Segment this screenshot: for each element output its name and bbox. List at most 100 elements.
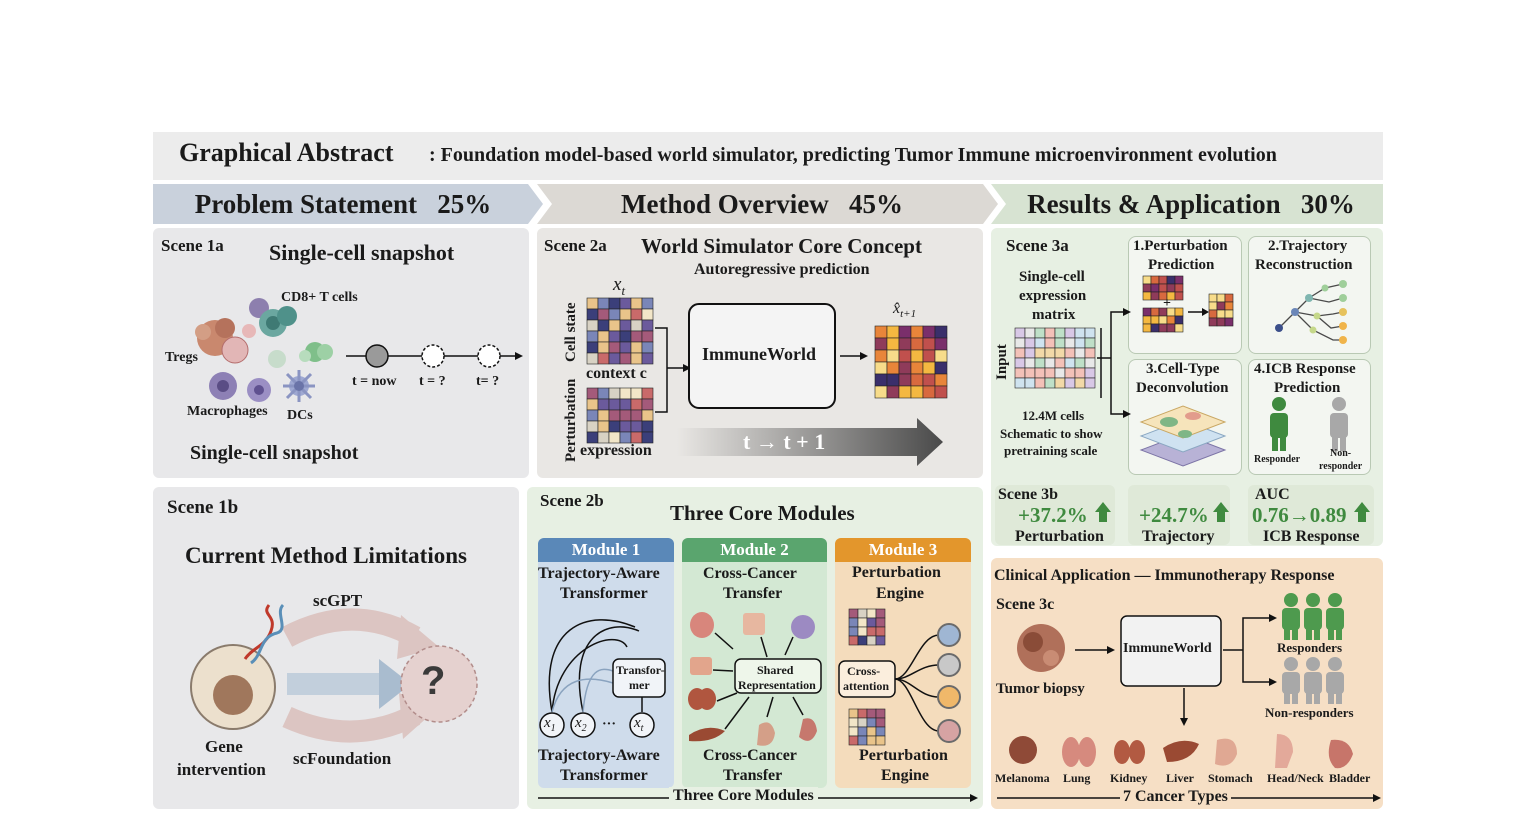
scene-heading: Three Core Modules [670, 501, 855, 525]
section-pct: 30% [1300, 188, 1355, 219]
cross-attention-line1: Cross- [847, 664, 881, 678]
expression-label: expression [580, 442, 652, 459]
module-1-footer-2: Transformer [560, 767, 648, 784]
cancer-label: Bladder [1329, 771, 1371, 785]
scene-3a-diagram [1014, 275, 1348, 467]
title-sub: : Foundation model-based world simulator… [429, 144, 1277, 166]
stomach-icon [1215, 738, 1237, 766]
section-name: Results & Application [1027, 188, 1281, 219]
cancer-label: Lung [1063, 771, 1091, 785]
tumor-biopsy-label: Tumor biopsy [996, 681, 1085, 697]
module-1-title-1: Trajectory-Aware [538, 565, 660, 582]
non-responders-icon [1282, 657, 1344, 704]
kidney-icon [1114, 740, 1130, 764]
module-3-footer-1: Perturbation [859, 747, 948, 764]
transformer-box-line1: Transfor- [616, 663, 665, 677]
cell-state-matrix [586, 297, 654, 365]
cancer-label: Melanoma [995, 771, 1050, 785]
scene-tag: Scene 1a [161, 236, 224, 255]
gene-label-line1: Gene [205, 737, 243, 756]
title-main: Graphical Abstract [179, 138, 394, 167]
timeline-future-label: t= ? [476, 374, 500, 389]
section-name: Problem Statement [194, 188, 417, 219]
metric-label: Perturbation [1015, 528, 1104, 545]
clinical-diagram [997, 593, 1381, 802]
non-responder-label-2: responder [1319, 461, 1363, 472]
scene-footer: Single-cell snapshot [190, 442, 359, 464]
scene-3b-tag: Scene 3b [998, 486, 1058, 503]
card-1-title-2: Prediction [1148, 257, 1215, 273]
module-3-title-2: Engine [876, 585, 925, 602]
card-icb-response-prediction [1248, 359, 1371, 475]
metric-perturbation [995, 485, 1115, 545]
time-arrow-label: t → t + 1 [743, 429, 826, 454]
cancer-label: Head/Neck [1267, 771, 1324, 785]
clinical-application-panel: Clinical Application — Immunotherapy Res… [991, 558, 1383, 809]
clinical-heading: Clinical Application — Immunotherapy Res… [994, 567, 1335, 584]
scgpt-label: scGPT [313, 591, 363, 610]
card-2-title-2: Reconstruction [1255, 257, 1353, 273]
xt-label: xt [613, 274, 626, 298]
lung-icon [1062, 737, 1080, 767]
module-2-footer-2: Transfer [723, 767, 783, 784]
module-header: Module 3 [835, 538, 971, 562]
question-mark-icon: ? [421, 659, 446, 703]
module-2-footer-1: Cross-Cancer [703, 747, 797, 764]
auc-label: AUC [1255, 486, 1290, 503]
limitations-illustration [190, 603, 478, 743]
cd8-t-cells-label: CD8+ T cells [281, 290, 358, 305]
card-4-title-2: Prediction [1274, 380, 1341, 396]
timeline-now-label: t = now [352, 374, 397, 389]
cancer-label: Liver [1166, 771, 1194, 785]
card-3-title-1: 3.Cell-Type [1146, 361, 1220, 377]
shared-representation-line2: Representation [738, 678, 816, 692]
scene-heading: World Simulator Core Concept [641, 234, 922, 258]
scene-tag: Scene 2b [540, 491, 604, 510]
section-pct: 45% [848, 188, 903, 219]
section-method-overview: Method Overview 45% [537, 184, 987, 224]
scene-1a-panel: Scene 1a Single-cell snapshot [153, 228, 529, 478]
scene-heading: Current Method Limitations [185, 543, 467, 568]
gene-label-line2: intervention [177, 760, 266, 779]
scene-heading: Single-cell snapshot [269, 240, 455, 265]
token-x2: x2 [575, 715, 587, 734]
token-ellipsis: ··· [602, 717, 617, 732]
scene-tag: Scene 1b [167, 497, 239, 518]
scene-2b-panel: Scene 2b Three Core Modules Module 1 Mod… [527, 487, 983, 809]
liver-icon [1163, 740, 1199, 762]
context-label: context c [586, 365, 647, 382]
scfoundation-label: scFoundation [293, 749, 392, 768]
perturbation-matrix [586, 387, 654, 444]
bladder-icon [1328, 739, 1353, 769]
scene-1b-panel: Scene 1b Current Method Limitations scGP… [153, 487, 519, 809]
section-results-application: Results & Application 30% [991, 184, 1391, 224]
section-name: Method Overview [621, 188, 829, 219]
cancer-label: Stomach [1208, 771, 1253, 785]
responder-label: Responder [1254, 454, 1301, 465]
cell-cluster-illustration [195, 298, 523, 402]
scene-3a-panel: Scene 3a Single-cell expression matrix I… [991, 228, 1383, 546]
output-matrix [874, 325, 948, 399]
melanoma-icon [1009, 736, 1037, 764]
token-x1: x1 [544, 715, 556, 734]
module-2-title-2: Transfer [723, 585, 783, 602]
metric-trajectory [1128, 485, 1230, 545]
shared-representation-line1: Shared [757, 663, 794, 677]
card-trajectory-reconstruction [1248, 236, 1371, 354]
up-arrow-icon [1095, 502, 1370, 522]
section-pct: 25% [437, 188, 492, 219]
cells-label-3: pretraining scale [1004, 443, 1098, 458]
cancer-label: Kidney [1110, 771, 1148, 785]
module-1-footer-1: Trajectory-Aware [538, 747, 660, 764]
metric-label: Trajectory [1142, 528, 1215, 545]
input-expression-matrix [1014, 327, 1096, 389]
scene-2a-panel: Scene 2a World Simulator Core Concept Au… [537, 228, 983, 478]
scene-2a-diagram [586, 297, 948, 466]
card-4-title-1: 4.ICB Response [1254, 361, 1356, 377]
card-1-title-1: 1.Perturbation [1133, 238, 1228, 254]
responders-icon [1282, 593, 1344, 640]
cells-label-2: Schematic to show [1000, 426, 1103, 441]
module-header: Module 1 [538, 538, 674, 562]
dcs-label: DCs [287, 408, 313, 423]
xhat-label: x̂t+1 [893, 300, 917, 321]
